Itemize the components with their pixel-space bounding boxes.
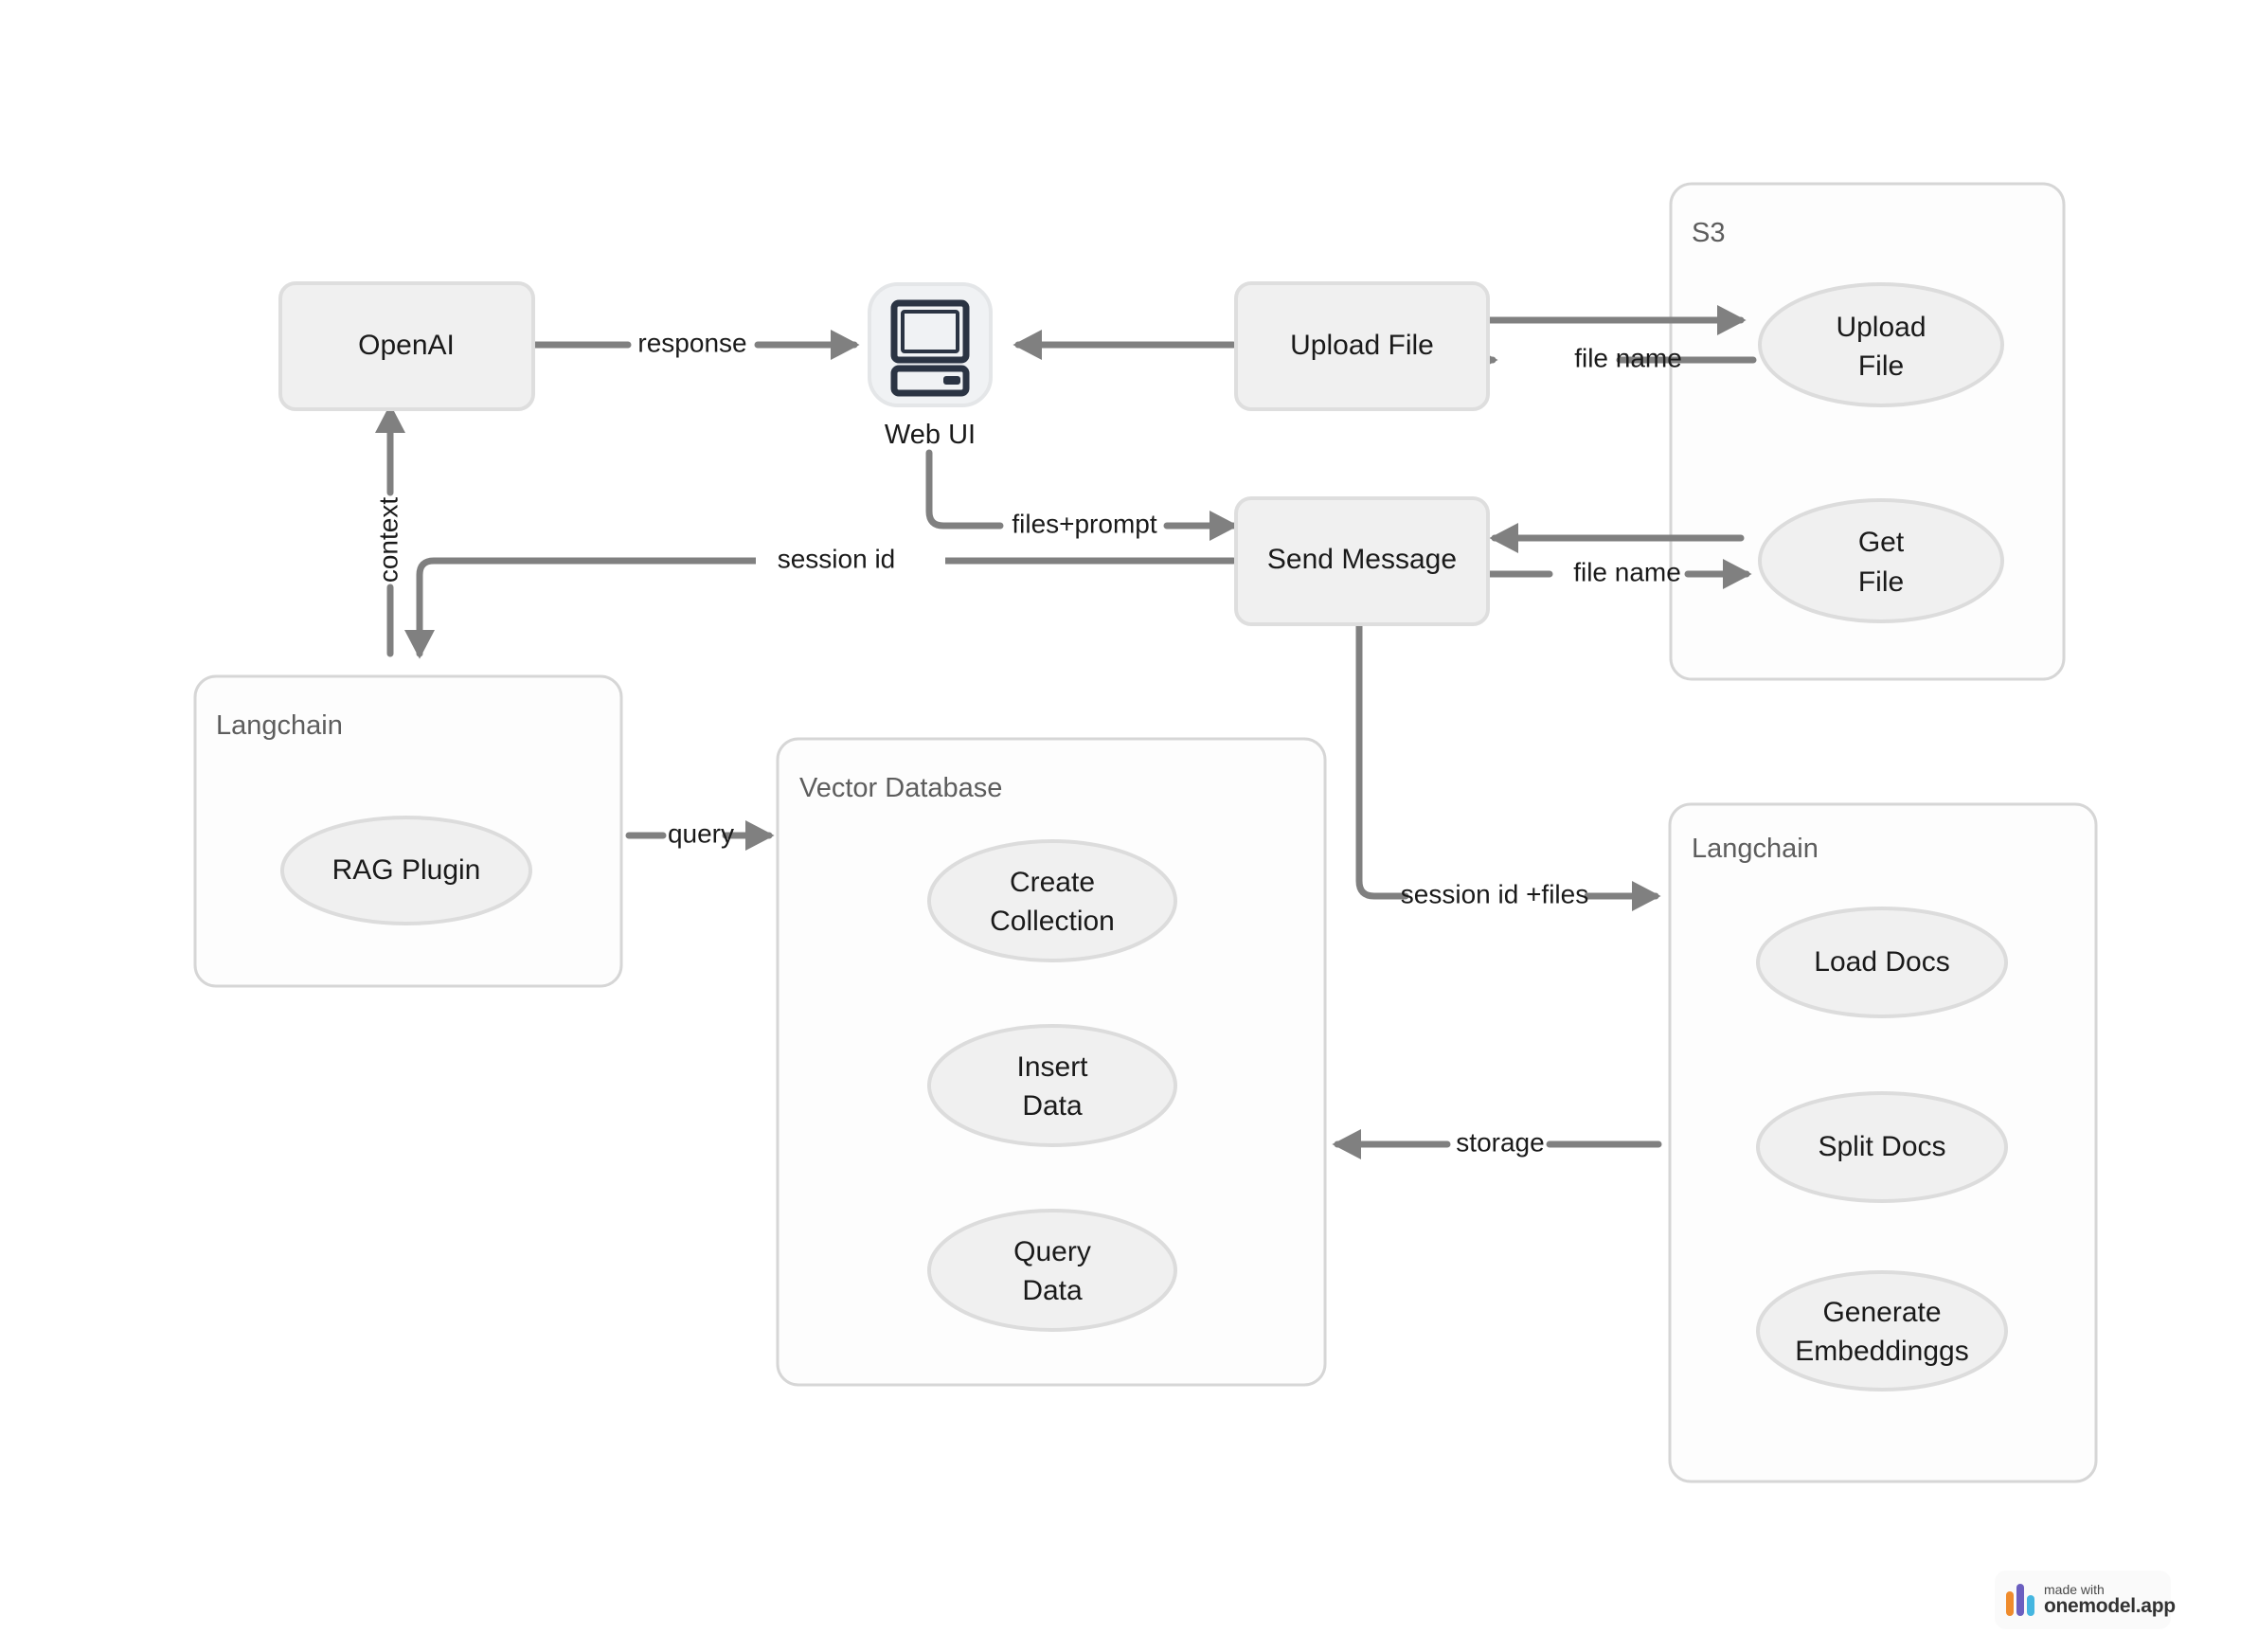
- node-s3-upload-file-label-line2: File: [1858, 350, 1904, 382]
- node-query-data-label-line1: Query: [1013, 1236, 1091, 1267]
- node-s3-get-file-shape[interactable]: [1758, 498, 2004, 623]
- node-s3-upload-file-label-line1: Upload: [1836, 312, 1926, 343]
- node-webui[interactable]: Web UI: [868, 282, 993, 450]
- logo-bar-1: [2006, 1591, 2014, 1616]
- edge-session-id-label: session id: [778, 544, 896, 573]
- node-insert-data-label-line2: Data: [1022, 1090, 1083, 1122]
- watermark-text: made with onemodel.app: [2044, 1581, 2176, 1618]
- node-split-docs-label: Split Docs: [1818, 1131, 1945, 1162]
- node-generate-embeddings-label-line2: Embeddinggs: [1795, 1336, 1968, 1367]
- node-split-docs[interactable]: Split Docs: [1756, 1091, 2008, 1203]
- logo-bar-2: [2016, 1584, 2024, 1616]
- node-query-data[interactable]: Query Data: [927, 1209, 1177, 1332]
- edge-session-files: session id +files: [1355, 621, 1661, 912]
- group-langchain-left-label: Langchain: [216, 710, 343, 741]
- node-insert-data[interactable]: Insert Data: [927, 1024, 1177, 1147]
- logo-bar-3: [2027, 1595, 2034, 1616]
- monitor-screen-inner: [901, 310, 959, 353]
- node-generate-embeddings-label-line1: Generate: [1822, 1297, 1941, 1328]
- edge-session-files-elbow: [1355, 621, 1409, 900]
- edge-session-id-path: [416, 557, 1237, 643]
- node-send-message-label: Send Message: [1267, 544, 1457, 575]
- node-webui-label: Web UI: [885, 420, 976, 450]
- edge-files-prompt-elbow: [925, 449, 1004, 530]
- watermark-badge[interactable]: made with onemodel.app: [1995, 1571, 2176, 1629]
- edge-query: query: [625, 818, 775, 852]
- edge-session-id-label-bg: [756, 542, 945, 580]
- edge-send-filename: file name: [1483, 557, 1752, 590]
- edge-storage-label: storage: [1456, 1127, 1544, 1157]
- edge-query-label: query: [668, 818, 734, 848]
- node-rag-plugin[interactable]: RAG Plugin: [280, 816, 532, 925]
- node-openai[interactable]: OpenAI: [278, 281, 535, 411]
- edge-files-prompt-label: files+prompt: [1012, 509, 1157, 538]
- node-query-data-label-line2: Data: [1022, 1275, 1083, 1306]
- node-upload-file-box[interactable]: [1234, 281, 1490, 411]
- node-rag-plugin-label: RAG Plugin: [332, 854, 481, 886]
- node-s3-get-file-label-line1: Get: [1858, 527, 1905, 558]
- desktop-computer-icon: [890, 299, 970, 397]
- node-s3-get-file[interactable]: Get File: [1758, 498, 2004, 623]
- edge-context: context: [373, 404, 406, 657]
- node-s3-upload-file[interactable]: Upload File: [1758, 282, 2004, 407]
- node-generate-embeddings[interactable]: Generate Embeddinggs: [1756, 1270, 2008, 1392]
- node-load-docs-label: Load Docs: [1814, 946, 1949, 978]
- node-create-collection[interactable]: Create Collection: [927, 839, 1177, 962]
- group-s3-label: S3: [1692, 218, 1725, 248]
- edge-response-label: response: [637, 328, 746, 357]
- monitor-base: [890, 365, 970, 397]
- edge-response: response: [529, 328, 860, 361]
- node-upload-file[interactable]: Upload File: [1234, 281, 1490, 411]
- group-vector-database-label: Vector Database: [799, 773, 1002, 803]
- node-generate-embeddings-shape[interactable]: [1756, 1270, 2008, 1392]
- edge-s3-filename-label: file name: [1574, 343, 1682, 372]
- node-query-data-shape[interactable]: [927, 1209, 1177, 1332]
- node-create-collection-label-line2: Collection: [990, 906, 1115, 937]
- watermark-brand: onemodel.app: [2044, 1595, 2176, 1618]
- edge-send-filename-label: file name: [1573, 557, 1681, 586]
- node-insert-data-label-line1: Insert: [1016, 1051, 1088, 1083]
- node-create-collection-shape[interactable]: [927, 839, 1177, 962]
- watermark-made-with: made with: [2044, 1581, 2105, 1597]
- node-openai-box[interactable]: [278, 281, 535, 411]
- node-send-message[interactable]: Send Message: [1234, 496, 1490, 626]
- monitor-base-indicator: [943, 376, 960, 385]
- edge-session-files-label: session id +files: [1401, 879, 1588, 908]
- group-langchain-right-label: Langchain: [1692, 834, 1819, 864]
- edge-context-label: context: [373, 497, 403, 583]
- edge-files-prompt: files+prompt: [925, 449, 1239, 542]
- node-s3-get-file-label-line2: File: [1858, 566, 1904, 598]
- node-send-message-box[interactable]: [1234, 496, 1490, 626]
- edge-session-id: session id: [403, 542, 1237, 659]
- node-openai-label: OpenAI: [358, 330, 455, 361]
- onemodel-logo-icon: [2006, 1584, 2034, 1616]
- node-rag-plugin-shape[interactable]: [280, 816, 532, 925]
- node-insert-data-shape[interactable]: [927, 1024, 1177, 1147]
- node-load-docs[interactable]: Load Docs: [1756, 907, 2008, 1018]
- node-s3-upload-file-shape[interactable]: [1758, 282, 2004, 407]
- node-create-collection-label-line1: Create: [1010, 867, 1095, 898]
- edge-storage: storage: [1332, 1127, 1662, 1160]
- node-load-docs-shape[interactable]: [1756, 907, 2008, 1018]
- node-upload-file-label: Upload File: [1290, 330, 1434, 361]
- node-split-docs-shape[interactable]: [1756, 1091, 2008, 1203]
